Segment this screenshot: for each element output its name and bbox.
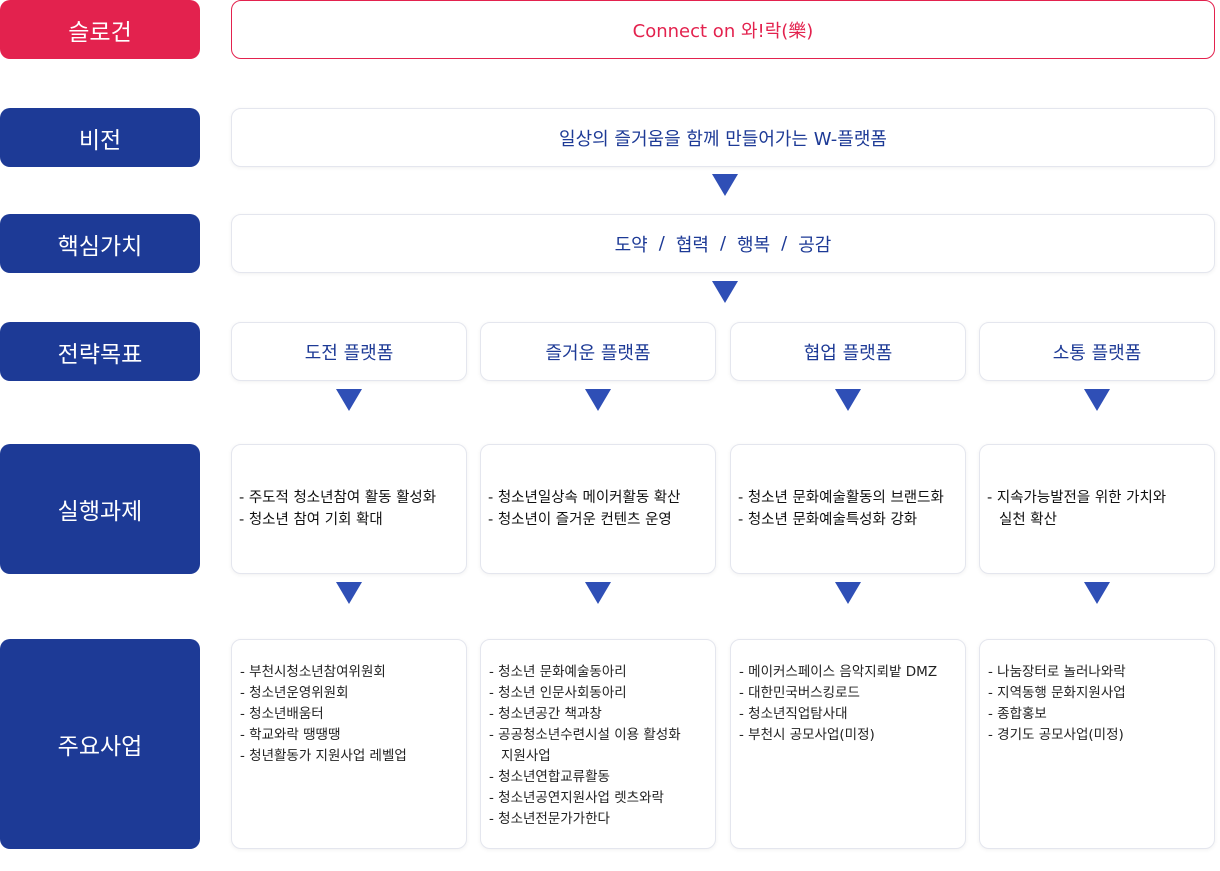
slogan-label: 슬로건	[0, 0, 200, 59]
strategy-box: 협업 플랫폼	[730, 322, 966, 381]
business-item: - 메이커스페이스 음악지뢰밭 DMZ	[739, 664, 938, 680]
down-arrow-icon	[835, 389, 861, 411]
business-item: - 청소년공간 책과창	[489, 706, 602, 722]
core-value: 행복	[737, 234, 771, 256]
business-item: - 지역동행 문화지원사업	[988, 685, 1126, 701]
separator: /	[658, 233, 665, 254]
business-item: - 청소년전문가가한다	[489, 811, 610, 827]
business-item: - 공공청소년수련시설 이용 활성화	[489, 727, 681, 743]
vision-label: 비전	[0, 108, 200, 167]
down-arrow-icon	[712, 174, 738, 196]
business-item: - 청소년 문화예술동아리	[489, 664, 627, 680]
business-item: - 청소년직업탐사대	[739, 706, 848, 722]
core-value: 공감	[798, 234, 832, 256]
task-box: - 청소년 문화예술활동의 브랜드화 - 청소년 문화예술특성화 강화	[730, 444, 966, 574]
down-arrow-icon	[1084, 389, 1110, 411]
separator: /	[719, 233, 727, 254]
task-item: - 지속가능발전을 위한 가치와	[987, 490, 1167, 506]
core-values-label: 핵심가치	[0, 214, 200, 273]
task-box: - 지속가능발전을 위한 가치와 실천 확산	[979, 444, 1215, 574]
strategy-title: 즐거운 플랫폼	[545, 342, 651, 364]
core-value: 도약	[614, 234, 648, 256]
down-arrow-icon	[1084, 582, 1110, 604]
business-item: - 청소년공연지원사업 렛츠와락	[489, 790, 664, 806]
business-box: - 메이커스페이스 음악지뢰밭 DMZ - 대한민국버스킹로드 - 청소년직업탐…	[730, 639, 966, 849]
business-item: 지원사업	[501, 748, 551, 764]
vision-box: 일상의 즐거움을 함께 만들어가는 W-플랫폼	[231, 108, 1215, 167]
business-item: - 학교와락 땡땡땡	[240, 727, 341, 743]
down-arrow-icon	[712, 281, 738, 303]
business-item: - 청소년 인문사회동아리	[489, 685, 627, 701]
down-arrow-icon	[835, 582, 861, 604]
strategy-title: 소통 플랫폼	[1052, 342, 1142, 364]
business-item: - 청소년운영위원회	[240, 685, 349, 701]
business-box: - 부천시청소년참여위원회 - 청소년운영위원회 - 청소년배움터 - 학교와락…	[231, 639, 467, 849]
business-item: - 부천시 공모사업(미정)	[739, 727, 875, 743]
slogan-box: Connect on 와!락(樂)	[231, 0, 1215, 59]
down-arrow-icon	[585, 582, 611, 604]
strategy-title: 협업 플랫폼	[803, 342, 893, 364]
down-arrow-icon	[585, 389, 611, 411]
down-arrow-icon	[336, 389, 362, 411]
task-item: - 청소년 문화예술특성화 강화	[738, 512, 918, 528]
task-box: - 주도적 청소년참여 활동 활성화 - 청소년 참여 기회 확대	[231, 444, 467, 574]
slogan-text: Connect on 와!락(樂)	[632, 20, 814, 42]
business-item: - 부천시청소년참여위원회	[240, 664, 386, 680]
task-item: - 청소년 참여 기회 확대	[239, 512, 383, 528]
core-value: 협력	[675, 234, 709, 256]
business-item: - 나눔장터로 놀러나와락	[988, 664, 1126, 680]
business-item: - 경기도 공모사업(미정)	[988, 727, 1124, 743]
tasks-label: 실행과제	[0, 444, 200, 574]
task-item: - 청소년일상속 메이커활동 확산	[488, 490, 681, 506]
strategy-label: 전략목표	[0, 322, 200, 381]
business-item: - 종합홍보	[988, 706, 1047, 722]
business-item: - 대한민국버스킹로드	[739, 685, 860, 701]
core-values-box: 도약 / 협력 / 행복 / 공감	[231, 214, 1215, 273]
strategy-box: 소통 플랫폼	[979, 322, 1215, 381]
vision-text: 일상의 즐거움을 함께 만들어가는 W-플랫폼	[559, 128, 887, 150]
task-item: 실천 확산	[999, 512, 1057, 528]
strategy-box: 즐거운 플랫폼	[480, 322, 716, 381]
business-box: - 나눔장터로 놀러나와락 - 지역동행 문화지원사업 - 종합홍보 - 경기도…	[979, 639, 1215, 849]
business-item: - 청소년배움터	[240, 706, 324, 722]
task-box: - 청소년일상속 메이커활동 확산 - 청소년이 즐거운 컨텐츠 운영	[480, 444, 716, 574]
business-item: - 청년활동가 지원사업 레벨업	[240, 748, 407, 764]
strategy-box: 도전 플랫폼	[231, 322, 467, 381]
task-item: - 청소년이 즐거운 컨텐츠 운영	[488, 512, 672, 528]
business-box: - 청소년 문화예술동아리 - 청소년 인문사회동아리 - 청소년공간 책과창 …	[480, 639, 716, 849]
separator: /	[781, 233, 788, 254]
down-arrow-icon	[336, 582, 362, 604]
task-item: - 주도적 청소년참여 활동 활성화	[239, 490, 437, 506]
strategy-title: 도전 플랫폼	[304, 342, 394, 364]
business-item: - 청소년연합교류활동	[489, 769, 610, 785]
task-item: - 청소년 문화예술활동의 브랜드화	[738, 490, 944, 506]
business-label: 주요사업	[0, 639, 200, 849]
